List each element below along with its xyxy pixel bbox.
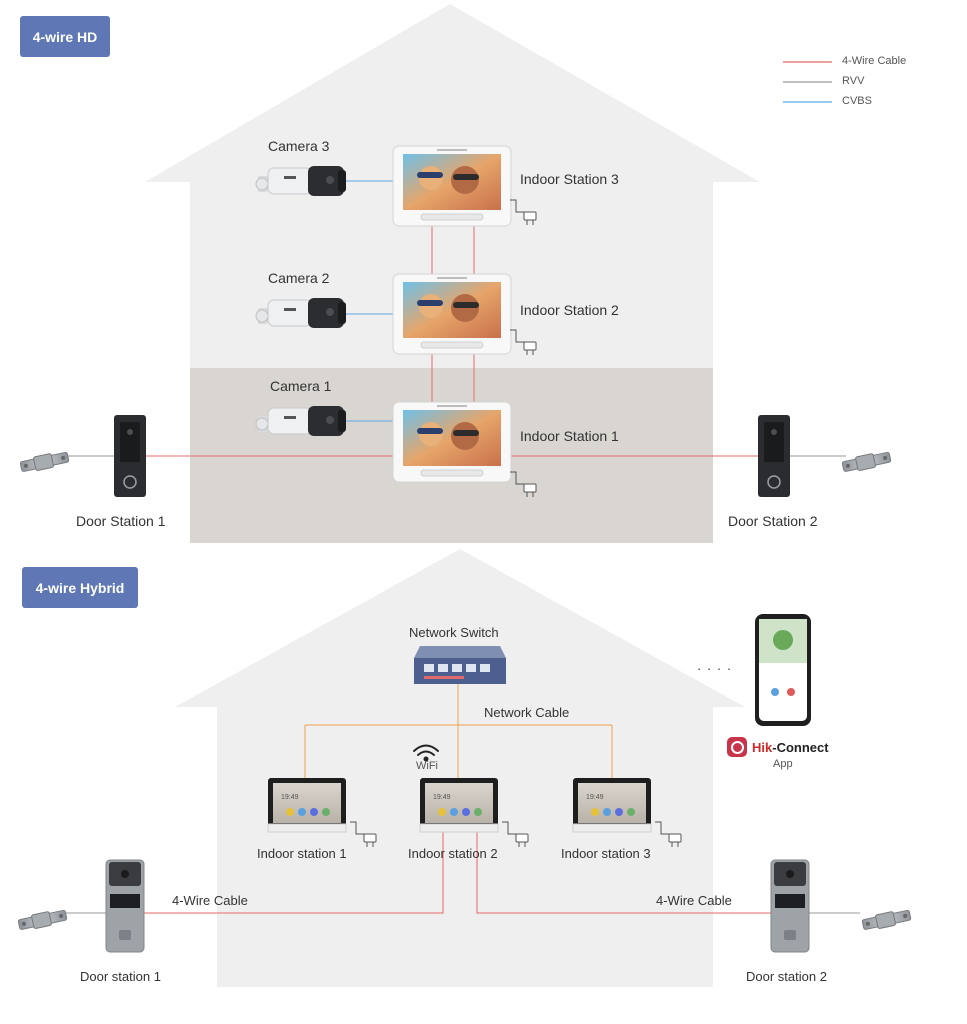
door-station-2-device — [758, 415, 790, 497]
indoor-station-1-label: Indoor Station 1 — [520, 428, 619, 444]
hik-connect-brand-dark: -Connect — [772, 740, 829, 755]
camera-3 — [255, 165, 347, 197]
indoor-station-2-device — [392, 273, 512, 355]
indoor-station-3-hybrid-device — [572, 777, 652, 833]
hik-connect-brand-red: Hik — [752, 740, 773, 755]
camera-1-label: Camera 1 — [270, 378, 332, 394]
lock-top-right — [841, 449, 892, 475]
screen-time-1: 19:49 — [281, 794, 299, 801]
badge-4-wire-hd: 4-wire HD — [20, 16, 110, 57]
indoor-station-3-device — [392, 145, 512, 227]
hik-connect-app-icon — [727, 737, 747, 757]
indoor-station-2-hybrid-device — [419, 777, 499, 833]
indoor-station-2-label: Indoor Station 2 — [520, 302, 619, 318]
lock-top-left — [19, 449, 70, 475]
legend-label-rvv: RVV — [842, 75, 865, 87]
screen-time-3: 19:49 — [586, 794, 604, 801]
four-wire-cable-label-left: 4-Wire Cable — [172, 893, 248, 908]
door-station-1-hybrid-label: Door station 1 — [80, 969, 161, 984]
four-wire-cable-label-right: 4-Wire Cable — [656, 893, 732, 908]
camera-1 — [255, 405, 347, 437]
door-station-1-device — [114, 415, 146, 497]
hik-connect-brand: Hik-Connect — [752, 741, 829, 754]
indoor-station-1-hybrid-device — [267, 777, 347, 833]
bottom-house — [175, 549, 745, 987]
network-switch-label: Network Switch — [409, 625, 499, 640]
indoor-station-3-hybrid-label: Indoor station 3 — [561, 846, 651, 861]
camera-3-label: Camera 3 — [268, 138, 330, 154]
door-station-2-label: Door Station 2 — [728, 513, 818, 529]
network-cable-label: Network Cable — [484, 705, 570, 720]
wifi-icon — [413, 744, 439, 762]
legend-label-cvbs: CVBS — [842, 95, 872, 107]
indoor-station-1-device — [392, 401, 512, 483]
indoor-station-2-hybrid-label: Indoor station 2 — [408, 846, 498, 861]
lock-bottom-left — [17, 907, 68, 933]
connection-dots: · · · · — [697, 661, 733, 676]
four-wire-bottom-right — [476, 832, 772, 914]
door-station-1-hybrid-device — [105, 859, 145, 953]
legend-lines — [783, 61, 832, 103]
top-cables — [66, 180, 846, 457]
four-wire-bottom-left — [144, 832, 444, 914]
door-station-2-hybrid-device — [770, 859, 810, 953]
bottom-four-wire-cables — [64, 832, 860, 914]
app-label: App — [773, 758, 793, 770]
door-station-2-hybrid-label: Door station 2 — [746, 969, 827, 984]
badge-4-wire-hybrid: 4-wire Hybrid — [22, 567, 138, 608]
camera-2-label: Camera 2 — [268, 270, 330, 286]
screen-time-2: 19:49 — [433, 794, 451, 801]
indoor-station-1-hybrid-label: Indoor station 1 — [257, 846, 347, 861]
legend-label-four-wire: 4-Wire Cable — [842, 55, 907, 67]
camera-2 — [255, 297, 347, 329]
wifi-label: WiFi — [416, 760, 438, 772]
network-switch-device — [414, 646, 506, 684]
indoor-station-3-label: Indoor Station 3 — [520, 171, 619, 187]
door-station-1-label: Door Station 1 — [76, 513, 166, 529]
network-cables — [304, 683, 613, 778]
smartphone-icon — [755, 614, 811, 726]
lock-bottom-right — [861, 907, 912, 933]
